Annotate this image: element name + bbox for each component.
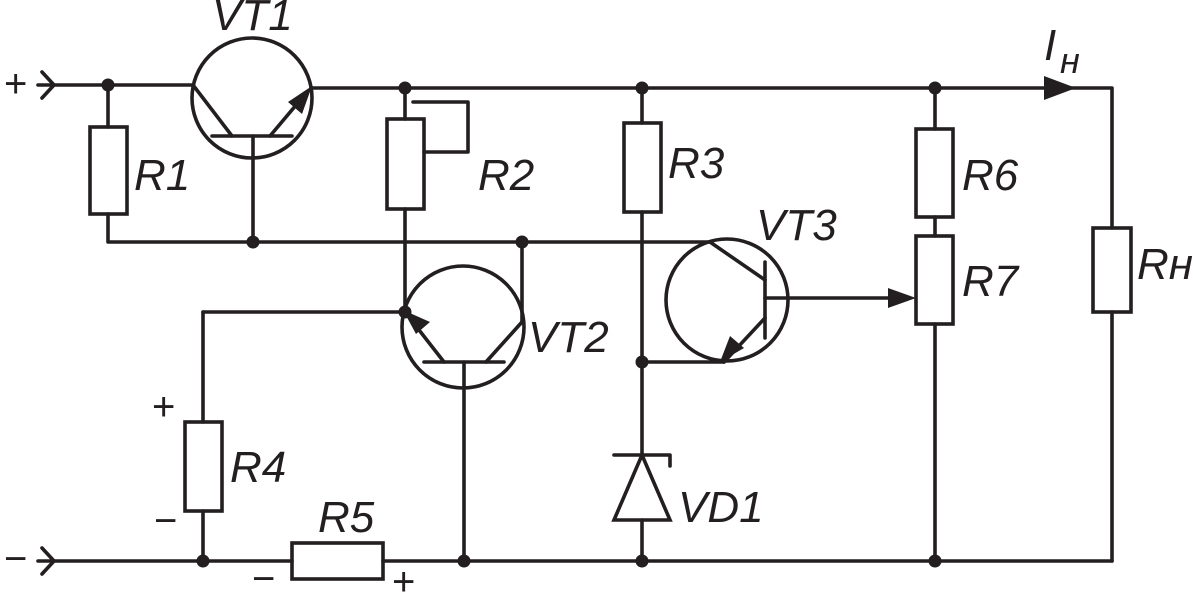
potentiometer-r7 bbox=[914, 234, 955, 326]
label-vt1: VT1 bbox=[212, 0, 293, 40]
label-r3: R3 bbox=[668, 139, 725, 188]
potentiometer-r2 bbox=[385, 117, 426, 211]
label-vt3: VT3 bbox=[756, 201, 837, 250]
resistor-r5 bbox=[290, 541, 385, 581]
resistor-r6 bbox=[914, 127, 955, 219]
label-r5: R5 bbox=[318, 493, 375, 542]
transistor-vt3 bbox=[664, 237, 790, 364]
transistor-vt1 bbox=[190, 36, 314, 160]
label-load-current-sub: н bbox=[1060, 40, 1080, 81]
negative-terminal bbox=[40, 546, 56, 576]
load-current-arrow bbox=[1044, 76, 1076, 100]
r4-plus-sign: + bbox=[152, 385, 175, 429]
label-r4: R4 bbox=[230, 443, 286, 492]
resistor-r3 bbox=[622, 121, 663, 214]
label-r1: R1 bbox=[134, 151, 190, 200]
transistor-vt2 bbox=[400, 264, 526, 390]
zener-diode-vd1 bbox=[611, 450, 673, 522]
resistor-r4 bbox=[183, 420, 224, 513]
positive-terminal-sign: + bbox=[4, 62, 27, 106]
label-load-current: I bbox=[1044, 21, 1056, 70]
resistor-r1 bbox=[88, 125, 129, 216]
label-r2: R2 bbox=[478, 151, 534, 200]
r7-wiper-arrow bbox=[888, 288, 916, 308]
label-r7: R7 bbox=[962, 257, 1020, 306]
junctions bbox=[101, 78, 942, 568]
resistor-rn bbox=[1091, 226, 1133, 314]
label-vd1: VD1 bbox=[678, 483, 764, 532]
r5-plus-sign: + bbox=[392, 560, 415, 597]
label-rn: Rн bbox=[1137, 240, 1193, 289]
positive-terminal bbox=[40, 70, 56, 100]
negative-terminal-sign: − bbox=[4, 537, 27, 581]
r5-minus-sign: − bbox=[252, 557, 275, 597]
label-r6: R6 bbox=[962, 151, 1019, 200]
label-vt2: VT2 bbox=[528, 313, 609, 362]
r4-minus-sign: − bbox=[154, 499, 177, 543]
